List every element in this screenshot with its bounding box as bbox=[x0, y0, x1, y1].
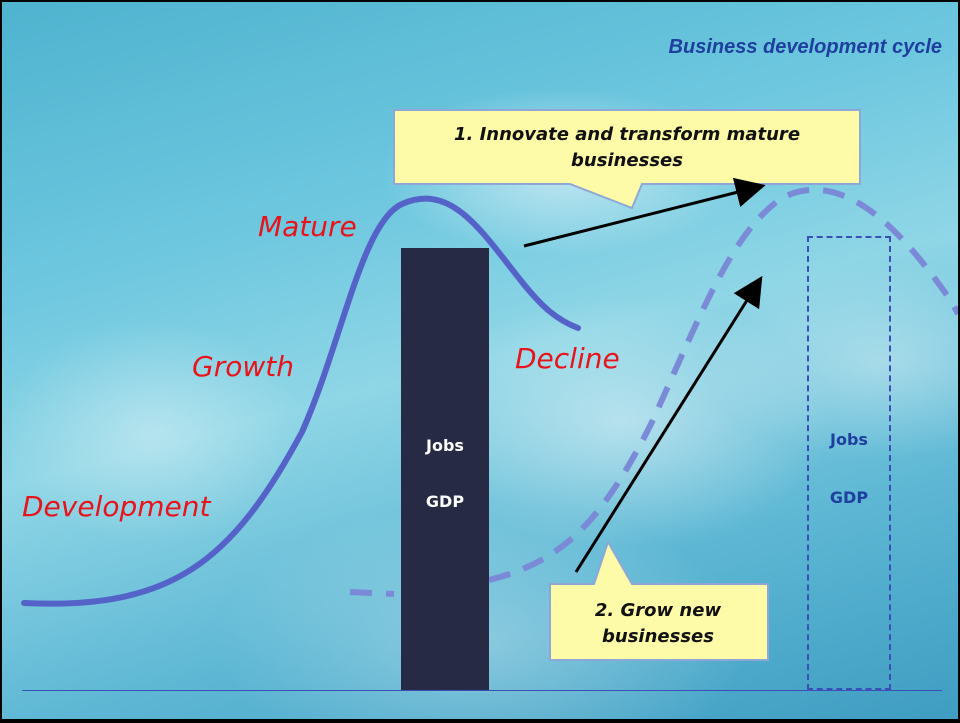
grow-arrow bbox=[574, 275, 763, 573]
stage-development-label: Development bbox=[22, 490, 211, 523]
callout-grow-bubble bbox=[549, 539, 769, 661]
innovate-arrow bbox=[523, 177, 766, 248]
current-gdp-label: GDP bbox=[425, 492, 465, 511]
new-cycle-dashed-curve bbox=[349, 589, 395, 597]
lifecycle-curve bbox=[21, 195, 581, 607]
diagram-title: Business development cycle bbox=[668, 36, 942, 58]
future-jobs-label: Jobs bbox=[830, 430, 868, 449]
new-cycle-dashed-curve-main bbox=[488, 186, 958, 583]
callout-grow-text: 2. Grow new businesses bbox=[594, 600, 722, 647]
future-economy-bar: Jobs GDP bbox=[807, 236, 891, 690]
current-economy-bar: Jobs GDP bbox=[401, 248, 489, 690]
current-jobs-label: Jobs bbox=[426, 436, 464, 455]
stage-growth-label: Growth bbox=[192, 350, 294, 383]
future-gdp-label: GDP bbox=[829, 488, 869, 507]
baseline-axis bbox=[22, 690, 942, 691]
callout-innovate-text: 1. Innovate and transform mature busines… bbox=[453, 124, 801, 171]
stage-decline-label: Decline bbox=[515, 342, 620, 375]
stage-mature-label: Mature bbox=[258, 210, 357, 243]
